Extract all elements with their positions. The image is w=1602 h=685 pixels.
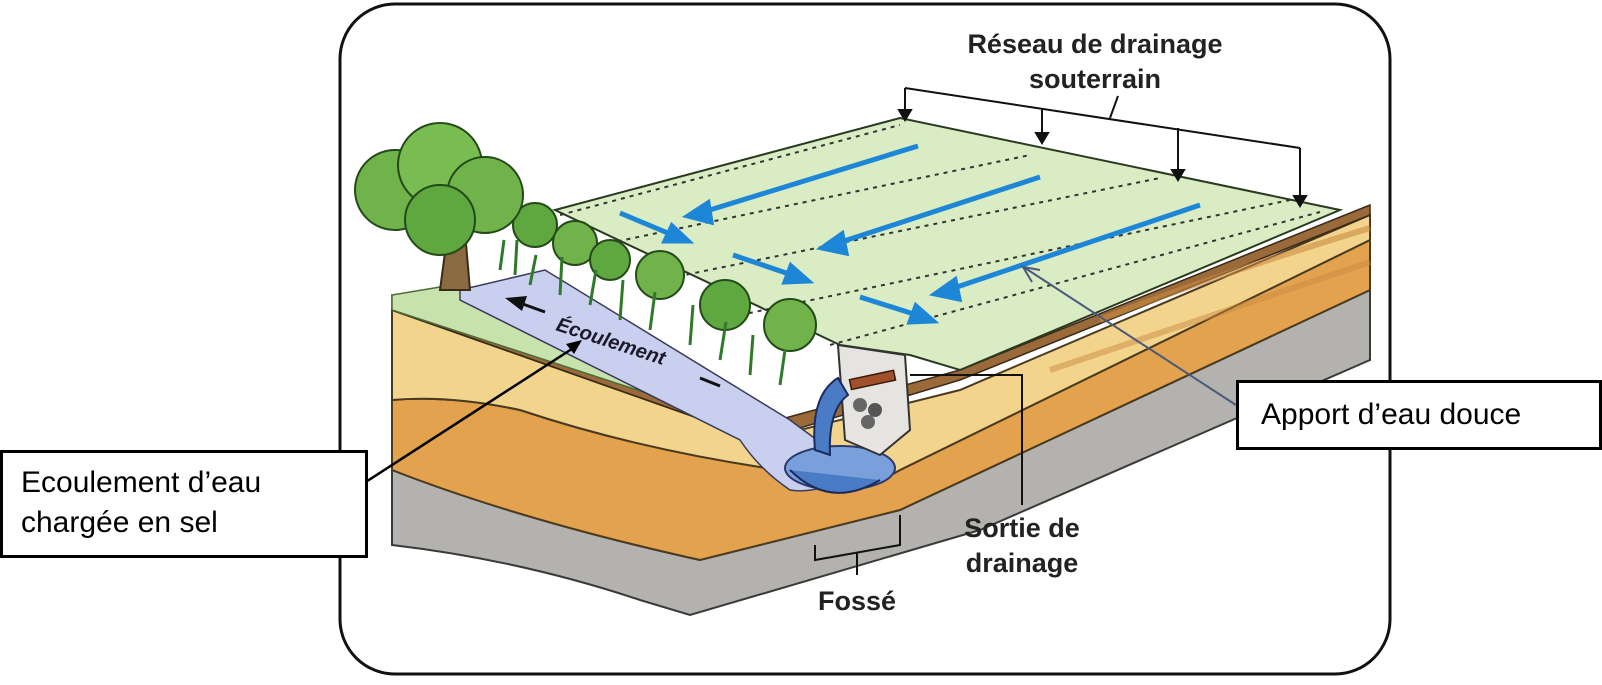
outlet-box: [836, 343, 912, 457]
tree-canopy-part: [404, 184, 476, 256]
flow-arrow-4-head: [661, 221, 695, 244]
field-flow-arrows: [619, 143, 1201, 325]
left-callout-pointer: [357, 343, 579, 489]
tree-icon: [354, 122, 524, 291]
ditch-bottom: [789, 469, 881, 494]
flow-arrow-2: [834, 174, 1041, 247]
shrub-icon: [589, 239, 631, 281]
network-label-line1: Réseau de drainage: [967, 29, 1222, 59]
outlet-water-jet: [813, 376, 850, 457]
flow-arrow-3-head: [928, 275, 963, 303]
flow-arrow-5-head: [781, 261, 815, 285]
network-bracket: [897, 87, 1308, 208]
drain-tile-4: [739, 199, 1291, 316]
side-band-1: [1098, 225, 1371, 323]
flow-arrow-3: [947, 202, 1201, 293]
flow-arrow-6: [859, 294, 921, 319]
flow-arrow-2-head: [815, 229, 850, 257]
salt-water-flow-callout: Ecoulement d’eau chargée en sel: [0, 450, 368, 558]
shrub-icon: [635, 250, 685, 300]
reeds: [498, 239, 787, 386]
ditch-label: Fossé: [818, 586, 896, 616]
flow-arrow-1-head: [681, 198, 715, 226]
outlet-label-line1: Sortie de: [964, 513, 1080, 543]
right-callout-arrowhead: [1021, 265, 1041, 283]
flow-arrow-4: [619, 210, 676, 239]
left-callout-arrowhead: [566, 340, 582, 354]
shrub-icon: [552, 220, 598, 266]
drain-tile-3: [659, 177, 1161, 281]
drain-outlet: [813, 343, 912, 457]
flow-arrow-5: [732, 252, 796, 279]
fresh-water-input-callout: Apport d’eau douce: [1236, 380, 1602, 450]
ditch-bracket: [814, 515, 901, 562]
shrub-icon: [763, 298, 817, 352]
flow-arrow-1: [699, 143, 919, 216]
network-label-line2: souterrain: [1029, 64, 1161, 94]
outlet-label-line2: drainage: [966, 548, 1079, 578]
right-callout-pointer: [1024, 267, 1237, 406]
shrub-row: [512, 202, 817, 352]
shrub-icon: [512, 202, 558, 248]
flow-arrow-6-head: [906, 301, 940, 325]
drain-pipe-icon: [848, 369, 897, 391]
side-band-2: [1049, 259, 1371, 373]
outlet-pointer-line: [910, 374, 1023, 505]
ditch-flow-arrow: [505, 296, 721, 388]
